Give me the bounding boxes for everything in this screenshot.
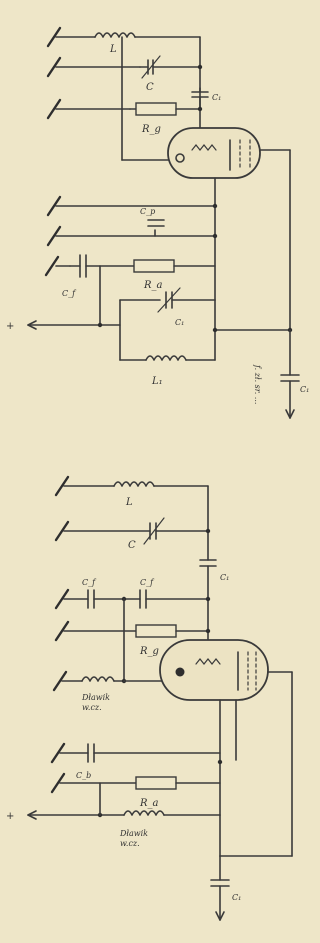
top-output-arrow-icon — [285, 409, 295, 419]
bottom-output-arrow-icon — [215, 911, 225, 921]
ground-symbol — [54, 620, 70, 642]
label-C-variable: C — [146, 82, 154, 93]
top-supply-arrow-icon — [27, 320, 37, 330]
label-C1-output: C₁ — [300, 385, 309, 394]
bottom-label-C1: C₁ — [220, 573, 229, 582]
bottom-label-C: C — [128, 540, 136, 551]
label-C1-feedback: C₁ — [175, 318, 184, 327]
label-Ra: R_a — [143, 280, 163, 291]
bottom-label-plus: + — [6, 811, 14, 822]
bottom-label-Ra: R_a — [139, 798, 159, 809]
ground-symbol — [46, 225, 62, 247]
ground-symbol — [54, 520, 70, 542]
bottom-label-choke-grid: Dławik — [81, 693, 110, 702]
bottom-label-Cf-b: C_f — [140, 578, 155, 587]
bottom-label-C1-output: C₁ — [232, 893, 241, 902]
bottom-label-choke-anode: Dławik — [119, 829, 148, 838]
bottom-anode-resistor — [135, 776, 177, 790]
label-C1: C₁ — [212, 93, 221, 102]
bottom-label-choke-grid-2: w.cz. — [82, 703, 102, 712]
ground-symbol — [46, 26, 62, 48]
ground-symbol — [54, 475, 70, 497]
top-grid-resistor — [135, 102, 177, 116]
bottom-circuit: L C C₁ C_f C_f R_g — [6, 475, 293, 921]
bottom-label-Cb: C_b — [76, 771, 91, 780]
bottom-label-L: L — [125, 497, 133, 508]
ground-symbol — [52, 670, 68, 692]
bottom-ground-symbols — [50, 475, 70, 794]
bottom-label-Rg: R_g — [139, 646, 159, 657]
ground-symbol — [44, 255, 60, 277]
bottom-label-Cf-a: C_f — [82, 578, 97, 587]
top-ground-symbols — [44, 26, 62, 277]
bottom-tube-grid-icon — [195, 658, 221, 665]
ground-symbol — [46, 195, 62, 217]
ground-symbol — [46, 56, 62, 78]
tube-grid-icon — [191, 144, 217, 151]
bottom-supply-arrow-icon — [27, 810, 37, 820]
label-Cp: C_p — [140, 207, 155, 216]
top-feedback-inductor — [145, 355, 187, 361]
top-circuit: L C C₁ R_g — [6, 26, 309, 419]
bottom-grid-choke — [81, 676, 115, 682]
label-L: L — [109, 44, 117, 55]
tube-cathode-icon — [175, 153, 185, 163]
label-Cf: C_f — [62, 289, 77, 298]
bottom-anode-choke — [123, 810, 165, 816]
bottom-inductor-L — [113, 481, 155, 487]
bottom-tube-cathode-icon — [175, 667, 185, 677]
label-L1: L₁ — [151, 376, 163, 387]
top-anode-resistor — [133, 259, 175, 273]
bottom-vacuum-tube — [159, 639, 269, 701]
ground-symbol — [54, 588, 70, 610]
top-inductor-L — [94, 32, 136, 38]
label-Rg: R_g — [141, 124, 161, 135]
label-plus-top: + — [6, 321, 14, 332]
bottom-grid-resistor — [135, 624, 177, 638]
bottom-label-choke-anode-2: w.cz. — [120, 839, 140, 848]
ground-symbol — [50, 772, 66, 794]
label-output-note: f. zł. sr. ... — [253, 364, 262, 404]
ground-symbol — [46, 98, 62, 120]
top-vacuum-tube — [167, 127, 261, 179]
ground-symbol — [50, 742, 66, 764]
